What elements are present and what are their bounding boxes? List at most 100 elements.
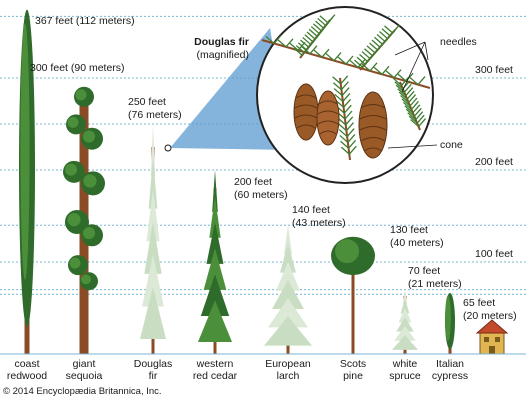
needle <box>371 39 381 48</box>
needle <box>384 25 393 34</box>
canopy-tier <box>140 286 166 340</box>
height-sub-western-red-cedar: (60 meters) <box>234 189 288 201</box>
needle <box>345 122 354 132</box>
needle <box>313 49 323 58</box>
needle <box>366 45 376 54</box>
needle <box>346 128 355 137</box>
cone-right <box>358 91 388 159</box>
magnify-marker <box>164 144 172 152</box>
needle <box>302 36 312 45</box>
needle <box>398 91 408 100</box>
name-douglas-fir-2: fir <box>148 370 158 382</box>
canopy-highlight <box>83 174 97 188</box>
name-douglas-fir-1: Douglas <box>133 358 173 370</box>
needle <box>265 35 275 44</box>
needle <box>405 87 414 97</box>
needle <box>369 62 378 72</box>
canopy-highlight <box>64 163 78 176</box>
needle <box>348 145 357 155</box>
canopy-tier <box>402 289 408 305</box>
height-label-european-larch: 140 feet <box>292 204 330 216</box>
needle <box>403 83 412 93</box>
needle <box>310 26 320 35</box>
needle <box>364 48 373 57</box>
needle <box>394 81 404 90</box>
needle <box>340 140 349 149</box>
needle <box>340 146 350 155</box>
needle <box>361 51 371 60</box>
needle <box>413 107 422 117</box>
needle <box>406 90 415 100</box>
height-sub-european-larch: (43 meters) <box>292 217 346 229</box>
needle <box>359 53 368 62</box>
needle <box>348 139 357 149</box>
name-white-spruce-1: white <box>392 358 418 370</box>
tree-white-spruce <box>392 289 418 354</box>
needle <box>354 59 363 68</box>
canopy-tier <box>400 298 410 314</box>
needle <box>306 31 316 40</box>
needle <box>416 114 425 124</box>
height-sub-italian-cypress: (20 meters) <box>463 310 517 322</box>
canopy-tier <box>212 170 218 212</box>
name-european-larch-1: European <box>265 358 311 370</box>
tree-italian-cypress <box>445 293 455 354</box>
needle <box>342 93 351 102</box>
name-coast-redwood-1: coast <box>14 358 40 370</box>
tree-coast-redwood <box>19 9 35 355</box>
name-western-red-cedar-1: western <box>196 358 234 370</box>
needle <box>349 59 359 68</box>
needle <box>339 134 349 143</box>
height-sub-white-spruce: (21 meters) <box>408 278 462 290</box>
canopy-highlight <box>75 89 87 101</box>
needle <box>333 88 343 97</box>
needle <box>381 28 391 37</box>
inset-subtitle: (magnified) <box>196 49 249 61</box>
canopy-tier <box>150 124 156 177</box>
needle <box>298 42 307 51</box>
needle-branch <box>261 14 431 161</box>
cone-pointer <box>387 144 438 149</box>
needle <box>405 108 415 117</box>
needle <box>410 101 419 110</box>
scale-label-200-right: 200 feet <box>475 156 513 168</box>
needle <box>345 55 354 65</box>
needle <box>408 115 418 124</box>
needle <box>345 116 354 126</box>
tree-giant-sequoia <box>63 86 105 354</box>
scale-label-100-right: 100 feet <box>475 248 513 260</box>
needle <box>317 17 327 26</box>
needle <box>400 95 409 104</box>
tree-western-red-cedar <box>198 170 232 354</box>
needle <box>325 53 335 62</box>
canopy-tier <box>396 316 414 332</box>
needle <box>381 65 390 75</box>
needle <box>395 84 405 93</box>
cone-label: cone <box>440 139 463 151</box>
needle <box>333 52 342 61</box>
needle <box>289 42 299 51</box>
needle <box>392 24 400 34</box>
canopy-highlight <box>67 116 79 128</box>
name-giant-sequoia-2: sequoia <box>65 370 103 382</box>
needle <box>327 14 336 24</box>
name-scots-pine-1: Scots <box>339 358 367 370</box>
canopy-highlight <box>81 274 91 285</box>
canopy-tier <box>198 300 232 343</box>
tree-douglas-fir <box>140 124 166 354</box>
height-label-western-red-cedar: 200 feet <box>234 176 272 188</box>
needle <box>344 110 353 120</box>
canopy-tier <box>203 248 227 290</box>
needle <box>285 38 294 48</box>
needle <box>403 101 412 110</box>
height-label-douglas-fir: 250 feet <box>128 96 166 108</box>
needle <box>277 39 287 48</box>
needle <box>293 47 303 56</box>
scale-label-367: 367 feet (112 meters) <box>35 15 135 27</box>
magnified-inset <box>256 6 438 184</box>
height-label-white-spruce: 70 feet <box>408 265 441 277</box>
needle <box>343 104 352 114</box>
name-coast-redwood-2: redwood <box>6 370 48 382</box>
needle <box>337 56 347 65</box>
needle <box>379 31 388 40</box>
